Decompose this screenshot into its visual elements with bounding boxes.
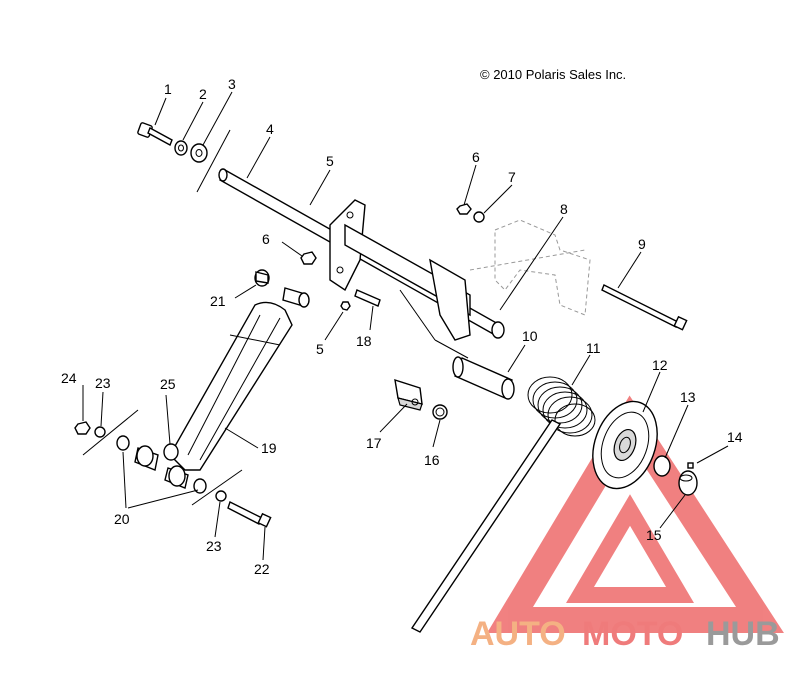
- callout-21: 21: [210, 293, 226, 309]
- copyright-text: © 2010 Polaris Sales Inc.: [480, 67, 626, 82]
- arm-part-19: [169, 301, 293, 471]
- long-bolt-part-9: [601, 284, 688, 331]
- callout-10: 10: [522, 328, 538, 344]
- washer-part-7: [473, 211, 485, 223]
- callout-5-lower: 5: [316, 341, 324, 357]
- callout-16: 16: [424, 452, 440, 468]
- frame-outline: [469, 219, 591, 316]
- nut-part-6: [300, 251, 317, 265]
- bushing-part-25: [163, 443, 179, 461]
- leader-lines: [82, 91, 729, 561]
- callout-14: 14: [727, 429, 743, 445]
- callout-12: 12: [652, 357, 668, 373]
- callout-25: 25: [160, 376, 176, 392]
- callout-4: 4: [266, 121, 274, 137]
- nut-part-6-top: [456, 203, 472, 215]
- housing-part-5: [329, 199, 471, 341]
- nut-part-24: [74, 421, 91, 435]
- pin-part-18: [354, 289, 381, 307]
- callout-7: 7: [508, 169, 516, 185]
- watermark-auto: AUTO: [470, 615, 566, 653]
- washer-part-23: [215, 490, 227, 502]
- watermark-hub: HUB: [706, 615, 780, 653]
- watermark-text: AUTO MOTO HUB: [470, 615, 780, 653]
- callout-22: 22: [254, 561, 270, 577]
- lock-washer-part-2: [174, 140, 188, 156]
- nut-part-5: [340, 301, 351, 311]
- washer-part-3: [190, 143, 208, 163]
- callout-19: 19: [261, 440, 277, 456]
- callout-6: 6: [262, 231, 270, 247]
- cap-part-15: [678, 470, 698, 496]
- watermark-moto: MOTO: [582, 615, 683, 653]
- callout-labels: 1 2 3 4 5 6 7 8 9 10 11 12 13 14 15 6 5 …: [61, 76, 743, 577]
- callout-17: 17: [366, 435, 382, 451]
- block-part-17: [394, 378, 423, 411]
- callout-3: 3: [228, 76, 236, 92]
- callout-1: 1: [164, 81, 172, 97]
- callout-8: 8: [560, 201, 568, 217]
- bolt-part-1: [137, 122, 173, 146]
- callout-13: 13: [680, 389, 696, 405]
- wheel-part-12: [592, 400, 658, 490]
- callout-11: 11: [586, 340, 601, 356]
- callout-15: 15: [646, 527, 662, 543]
- spacer-part-13: [653, 455, 671, 477]
- bushing-part-20: [116, 435, 207, 494]
- screw-part-14: [687, 462, 694, 469]
- watermark-triangle: [487, 395, 784, 633]
- bolt-part-22: [227, 501, 272, 528]
- callout-23: 23: [206, 538, 222, 554]
- callout-6-top: 6: [472, 149, 480, 165]
- callout-5: 5: [326, 153, 334, 169]
- torsion-spring-part-11: [410, 376, 596, 633]
- washer-part-23-left: [94, 426, 106, 438]
- callout-9: 9: [638, 236, 646, 252]
- callout-2: 2: [199, 86, 207, 102]
- callout-23-left: 23: [95, 375, 111, 391]
- callout-24: 24: [61, 370, 77, 386]
- sleeve-part-10: [452, 356, 515, 400]
- clip-part-16: [432, 404, 448, 420]
- callout-18: 18: [356, 333, 372, 349]
- callout-20: 20: [114, 511, 130, 527]
- bushing-arm-top: [282, 287, 310, 308]
